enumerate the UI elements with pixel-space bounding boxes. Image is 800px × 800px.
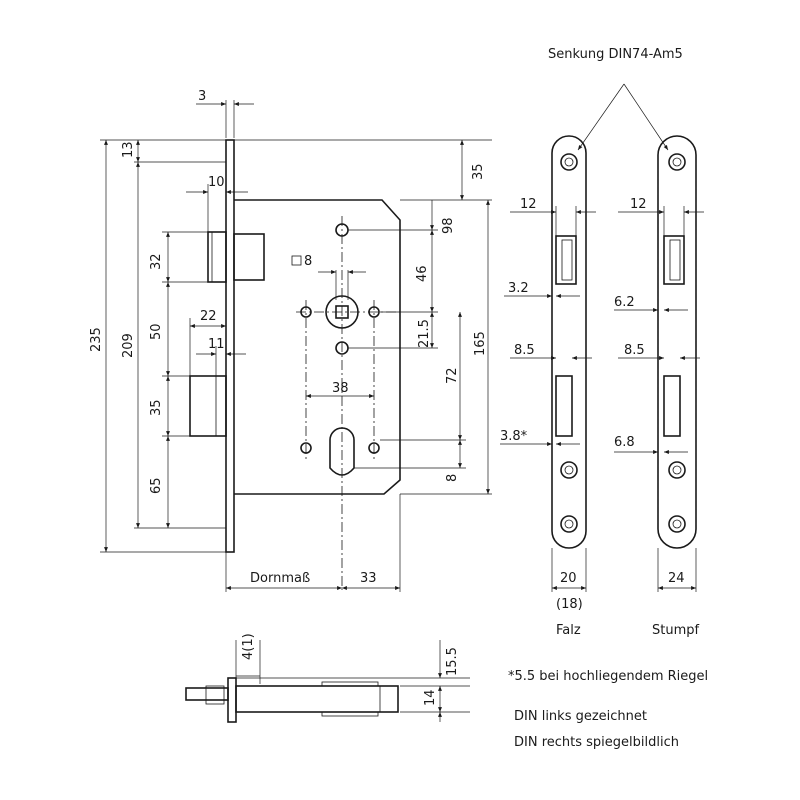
dim-50: 50: [149, 323, 164, 340]
falz-plate: [551, 135, 587, 549]
dim-22: 22: [200, 309, 217, 324]
dim-46: 46: [415, 265, 430, 282]
dim-209: 209: [121, 333, 136, 358]
dim-3: 3: [198, 89, 206, 104]
dim-165: 165: [473, 331, 488, 356]
stumpf-latch-slot: [663, 235, 685, 285]
side-case: [235, 685, 399, 713]
cylinder-cutout: [329, 427, 355, 476]
dim-8-square: 8: [304, 254, 312, 269]
falz-dim-8-5: 8.5: [514, 343, 535, 358]
dim-33: 33: [360, 571, 377, 586]
faceplate-strip: [225, 139, 235, 553]
dim-72: 72: [445, 367, 460, 384]
dim-dornmass: Dornmaß: [250, 571, 310, 586]
lock-case: [234, 199, 401, 495]
dim-11: 11: [208, 337, 225, 352]
falz-dim-3-8: 3.8*: [500, 429, 528, 444]
dim-38: 38: [332, 381, 349, 396]
falz-label: Falz: [556, 623, 581, 638]
falz-latch-slot: [555, 235, 577, 285]
stumpf-dim-6-8: 6.8: [614, 435, 635, 450]
square-symbol: [291, 255, 302, 266]
stumpf-label: Stumpf: [652, 623, 700, 638]
latch-bolt: [207, 231, 227, 283]
dim-65: 65: [149, 477, 164, 494]
faceplate-falz: 12 3.2 8.5 3.8* 20 (18) Falz: [500, 135, 596, 638]
side-latch: [185, 687, 229, 701]
side-dim-15-5: 15.5: [445, 647, 460, 676]
stumpf-plate: [657, 135, 697, 549]
din-left-note: DIN links gezeichnet: [514, 709, 647, 724]
dim-35-top: 35: [471, 163, 486, 180]
din-right-note: DIN rechts spiegelbildlich: [514, 735, 679, 750]
dim-32: 32: [149, 253, 164, 270]
dim-8-low: 8: [445, 474, 460, 482]
stumpf-dim-12: 12: [630, 197, 647, 212]
dim-98: 98: [441, 217, 456, 234]
latch-bolt-inner: [233, 233, 265, 281]
side-faceplate: [227, 677, 237, 723]
stumpf-dim-8-5: 8.5: [624, 343, 645, 358]
dim-21-5: 21.5: [417, 319, 432, 348]
stumpf-dim-24: 24: [668, 571, 685, 586]
senkung-label: Senkung DIN74-Am5: [548, 47, 683, 62]
falz-dim-12: 12: [520, 197, 537, 212]
footnote: *5.5 bei hochliegendem Riegel: [508, 669, 708, 684]
falz-dim-20: 20: [560, 571, 577, 586]
dim-235: 235: [89, 327, 104, 352]
dim-10: 10: [208, 175, 225, 190]
faceplate-stumpf: 12 6.2 8.5 6.8 24 Stumpf: [614, 135, 704, 638]
front-view: 3 235 13 209 10 32 50 22 11: [89, 89, 492, 592]
falz-dim-3-2: 3.2: [508, 281, 529, 296]
dead-bolt: [189, 375, 227, 437]
falz-dim-18: (18): [556, 597, 583, 612]
side-dim-14: 14: [423, 689, 438, 706]
stumpf-bolt-slot: [663, 375, 681, 437]
falz-bolt-slot: [555, 375, 573, 437]
side-view: 4(1) 15.5 14: [185, 633, 470, 723]
side-dim-4-1: 4(1): [241, 633, 256, 660]
dim-35-mid: 35: [149, 399, 164, 416]
stumpf-dim-6-2: 6.2: [614, 295, 635, 310]
dim-13: 13: [121, 141, 136, 158]
